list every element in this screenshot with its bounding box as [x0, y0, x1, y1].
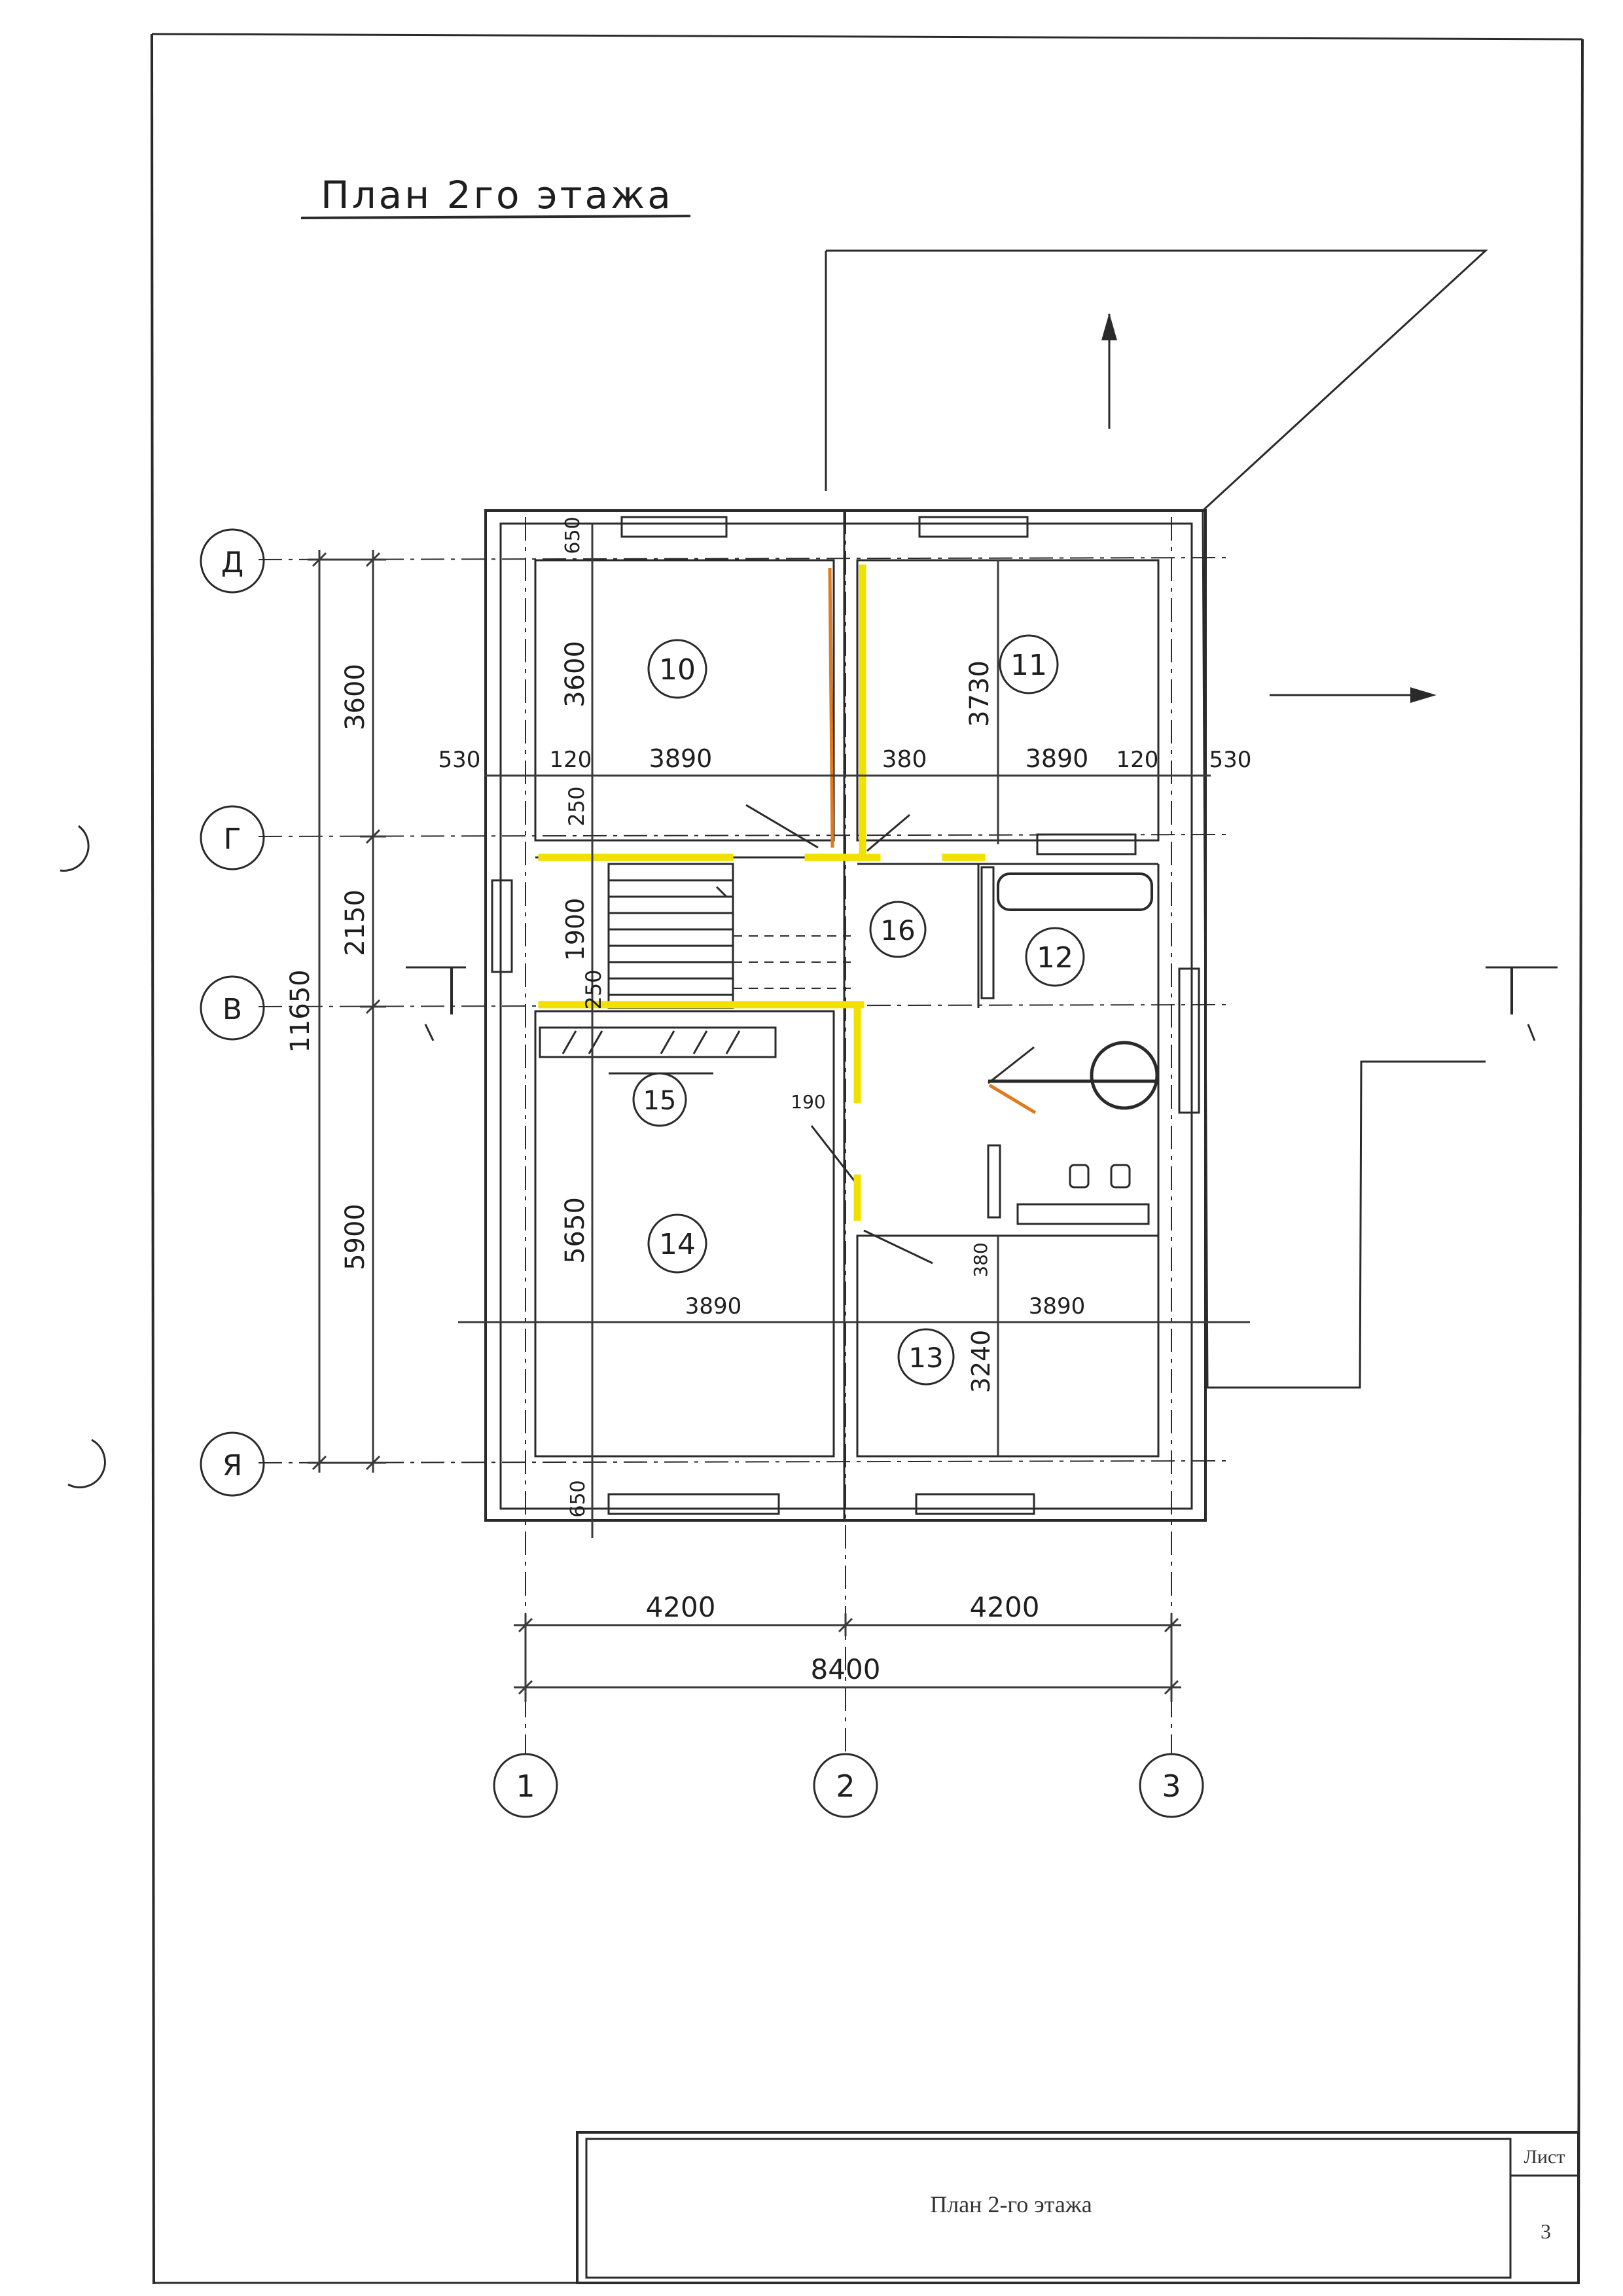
dimension-label: 3890 [1026, 744, 1089, 773]
axis-grid [258, 511, 1231, 1754]
drawing-frame [151, 33, 1584, 2285]
axis-column-label: 2 [836, 1768, 855, 1804]
windows [491, 516, 1200, 1515]
dimension-label: 530 [438, 747, 481, 773]
dimension-label: 380 [970, 1242, 991, 1277]
dimension-label: 3730 [965, 660, 995, 727]
section-marker-left [406, 966, 466, 1041]
dimension-label: 190 [791, 1091, 825, 1113]
dimension-label: 1900 [561, 898, 590, 961]
building-outline [484, 509, 1207, 1522]
room-number: 10 [659, 653, 696, 687]
room-number: 12 [1037, 941, 1073, 975]
dimension-label: 650 [562, 516, 584, 554]
dimension-label: 8400 [811, 1653, 881, 1685]
page-title: План 2го этажа [321, 173, 673, 217]
punch-hole [67, 1439, 106, 1488]
dimension-label: 250 [581, 969, 606, 1009]
dimension-label: 3240 [967, 1330, 995, 1393]
dimension-label: 4200 [970, 1591, 1040, 1623]
room-number: 16 [880, 914, 915, 946]
room-number: 14 [659, 1228, 696, 1261]
dimension-label: 3890 [685, 1293, 742, 1319]
stamp-title: План 2-го этажа [930, 2191, 1092, 2217]
roof-outline [825, 249, 1488, 1389]
dimension-label: 3600 [340, 664, 370, 730]
punch-hole [60, 825, 90, 872]
dimension-label: 650 [567, 1480, 590, 1517]
room-number: 15 [643, 1086, 677, 1116]
sheet-number: 3 [1541, 2219, 1551, 2243]
dimension-label: 11650 [285, 969, 315, 1052]
dimension-label: 250 [564, 786, 589, 826]
interior-dimensions: 530 120 3890 380 3890 120 530 3890 3890 … [438, 516, 1252, 1538]
dimension-label: 4200 [646, 1591, 716, 1623]
row-axis-markers: Д Г В Я [200, 528, 265, 1497]
axis-row-label: Я [223, 1449, 243, 1482]
title-block: План 2-го этажа Лист 3 [576, 2131, 1580, 2284]
column-axis-markers: 1 2 3 [493, 1753, 1204, 1818]
orange-marker-strokes [828, 567, 1037, 1115]
room-number: 11 [1010, 649, 1047, 682]
bottom-dimension-chain: 4200 4200 8400 [514, 1591, 1181, 1702]
wardrobe [539, 1026, 777, 1075]
dimension-label: 120 [1116, 747, 1159, 773]
dimension-label: 120 [550, 747, 592, 773]
staircase [607, 863, 851, 1009]
plan-heading: План 2го этажа [300, 173, 691, 219]
yellow-marker-partitions [538, 564, 986, 1221]
axis-row-label: В [223, 993, 242, 1026]
dimension-label: 530 [1209, 747, 1252, 773]
dimension-label: 3890 [649, 744, 713, 773]
door-swings [745, 804, 1035, 1265]
dimension-label: 5650 [560, 1197, 590, 1264]
axis-row-label: Д [221, 546, 243, 579]
room-labels: 10 11 12 13 14 15 16 [632, 634, 1085, 1386]
left-dimension-chain: 11650 3600 2150 5900 [285, 550, 386, 1473]
dimension-label: 5900 [340, 1204, 370, 1270]
bathroom-fixtures [980, 833, 1159, 1225]
sheet-label: Лист [1524, 2146, 1565, 2168]
axis-column-label: 3 [1162, 1768, 1181, 1804]
axis-row-label: Г [224, 823, 241, 856]
dimension-label: 2150 [340, 889, 370, 956]
dimension-label: 3600 [560, 641, 590, 708]
dimension-label: 3890 [1029, 1293, 1086, 1319]
section-marker-right [1486, 966, 1558, 1041]
room-number: 13 [908, 1342, 943, 1374]
dimension-label: 380 [882, 746, 927, 773]
axis-column-label: 1 [516, 1768, 535, 1804]
